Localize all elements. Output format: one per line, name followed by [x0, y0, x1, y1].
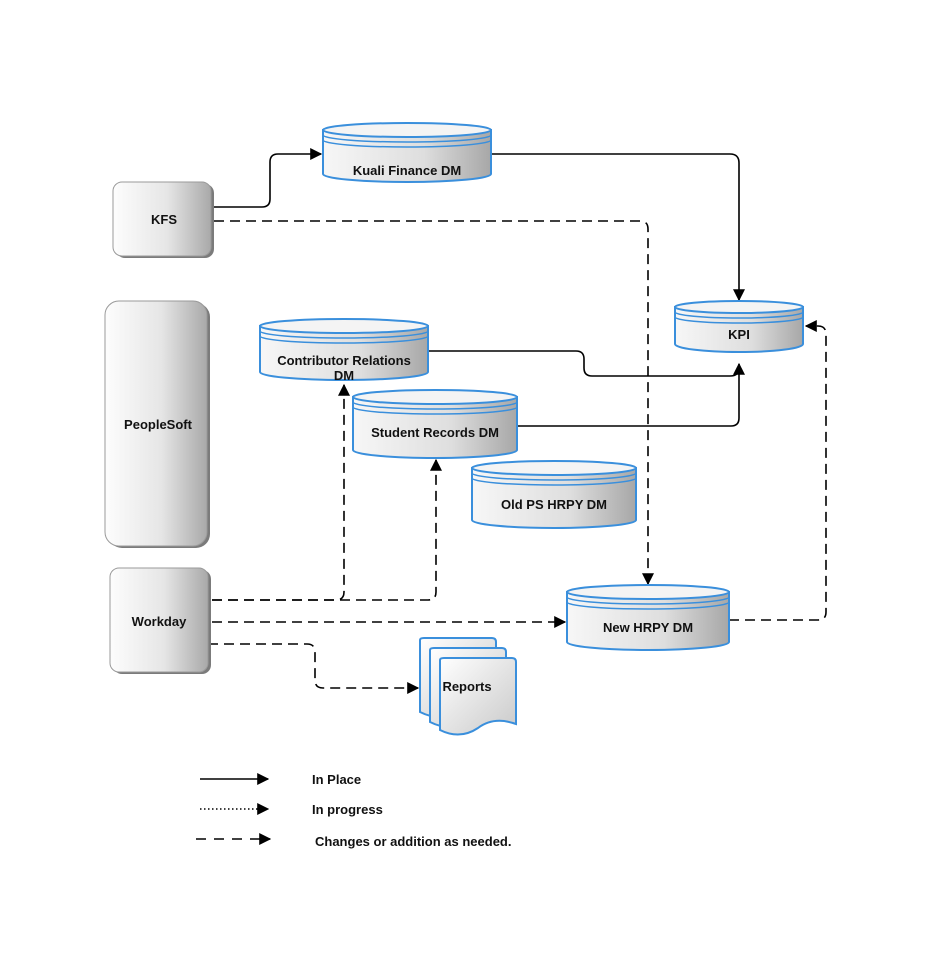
peoplesoft-label: PeopleSoft: [124, 417, 193, 432]
connector-workday-to-reports: [208, 643, 420, 694]
datamart-contributor-relations: Contributor Relations DM: [259, 318, 429, 383]
new-hrpy-label: New HRPY DM: [603, 620, 693, 635]
connector-workday-to-contributor-relations: [212, 383, 350, 601]
datamart-old-ps-hrpy: Old PS HRPY DM: [471, 460, 637, 529]
connector-kuali-finance-to-kpi: [491, 153, 745, 302]
legend-in-place: In Place: [312, 772, 361, 787]
reports-label: Reports: [442, 679, 491, 694]
source-workday: Workday: [109, 567, 211, 674]
kfs-label: KFS: [151, 212, 177, 227]
student-records-label: Student Records DM: [371, 425, 499, 440]
connectors: [208, 148, 827, 694]
datamart-kuali-finance: Kuali Finance DM: [322, 122, 492, 183]
connector-kfs-to-kuali-finance: [214, 148, 323, 208]
kuali-finance-label: Kuali Finance DM: [353, 163, 461, 178]
datamart-new-hrpy: New HRPY DM: [566, 584, 730, 651]
reports-documents: Reports: [419, 637, 517, 736]
source-kfs: KFS: [112, 181, 214, 258]
contributor-relations-label-line2: DM: [334, 368, 354, 383]
connector-contributor-relations-to-kpi: [429, 350, 745, 377]
legend-in-progress: In progress: [312, 802, 383, 817]
legend-changes: Changes or addition as needed.: [315, 834, 511, 849]
source-peoplesoft: PeopleSoft: [104, 300, 210, 548]
connector-kfs-to-new-hrpy: [214, 220, 654, 586]
datamart-kpi: KPI: [674, 300, 804, 353]
connector-workday-to-student-records: [212, 458, 442, 601]
connector-student-records-to-kpi: [518, 366, 740, 427]
workday-label: Workday: [132, 614, 187, 629]
old-ps-hrpy-label: Old PS HRPY DM: [501, 497, 607, 512]
contributor-relations-label-line1: Contributor Relations: [277, 353, 411, 368]
kpi-label: KPI: [728, 327, 750, 342]
datamart-student-records: Student Records DM: [352, 389, 518, 459]
legend: In Place In progress Changes or addition…: [196, 772, 511, 849]
connector-new-hrpy-to-kpi: [729, 320, 827, 621]
